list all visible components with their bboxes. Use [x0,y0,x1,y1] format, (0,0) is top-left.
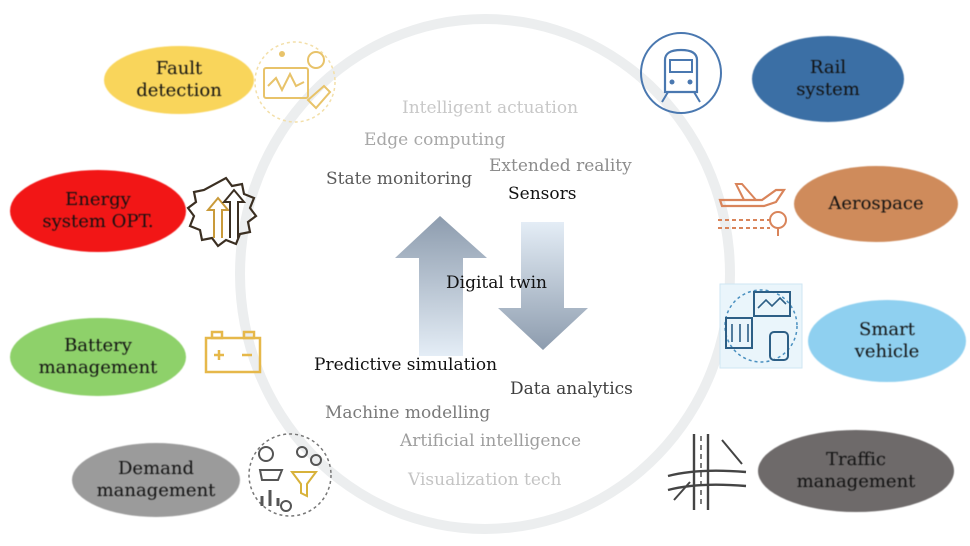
smart-vehicle-icon [719,283,803,369]
tech-machine-modelling: Machine modelling [325,403,491,423]
tech-predictive-simulation: Predictive simulation [314,355,498,375]
app-label: Fault detection [136,58,222,101]
app-battery-management: Battery management [10,318,186,396]
background-ring [235,14,735,534]
airplane-icon [718,183,787,236]
tech-state-monitoring: State monitoring [326,169,473,189]
fault-detection-icon [254,41,336,123]
center-title: Digital twin [446,273,547,293]
app-rail-system: Rail system [752,36,904,122]
tech-intelligent-actuation: Intelligent actuation [402,98,579,118]
app-energy-system: Energy system OPT. [10,170,186,252]
demand-funnel-icon [248,433,332,517]
tech-visualization-tech: Visualization tech [408,470,562,490]
app-aerospace: Aerospace [794,166,958,242]
app-label: Battery management [38,335,158,378]
app-label: Smart vehicle [854,319,920,362]
tech-edge-computing: Edge computing [364,130,506,150]
down-arrow [498,222,588,350]
gear-growth-icon [186,176,258,248]
road-junction-icon [667,434,747,510]
battery-icon [204,330,262,374]
up-arrow [395,216,487,356]
app-label: Energy system OPT. [42,189,154,232]
app-smart-vehicle: Smart vehicle [808,300,966,382]
app-fault-detection: Fault detection [104,46,254,114]
train-icon [640,32,722,114]
tech-sensors: Sensors [508,184,577,204]
app-label: Aerospace [828,193,924,214]
tech-artificial-intelligence: Artificial intelligence [400,431,582,451]
tech-extended-reality: Extended reality [489,156,632,176]
app-label: Rail system [796,57,860,100]
app-traffic-management: Traffic management [758,430,954,512]
app-demand-management: Demand management [72,443,240,517]
app-label: Traffic management [796,449,916,492]
app-label: Demand management [96,458,216,501]
tech-data-analytics: Data analytics [510,379,633,399]
